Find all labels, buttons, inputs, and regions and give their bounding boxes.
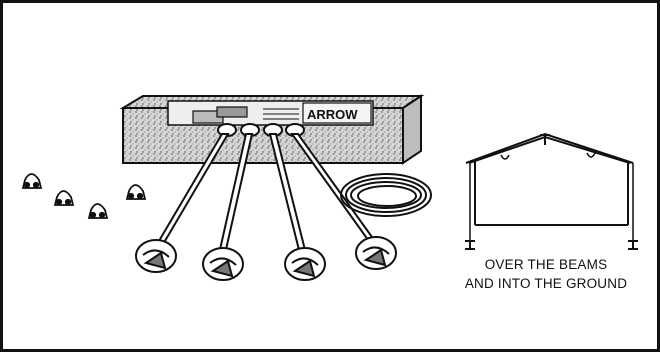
- brand-label: ARROW: [307, 107, 358, 122]
- auger-head: [284, 247, 326, 281]
- cable-clamp: [21, 173, 43, 189]
- coiled-cable: [340, 173, 432, 217]
- anchor-rods: [154, 133, 379, 255]
- cable-clamp: [125, 184, 147, 200]
- cable-clamps: [21, 173, 147, 219]
- anchor-kit-box: ARROW: [119, 94, 425, 165]
- cable-clamp: [53, 190, 75, 206]
- building-frame-diagram: [465, 132, 638, 250]
- auger-head: [355, 236, 397, 270]
- diagram-caption: OVER THE BEAMS AND INTO THE GROUND: [451, 255, 641, 293]
- caption-line-1: OVER THE BEAMS: [484, 257, 608, 272]
- cable-clamp: [87, 203, 109, 219]
- auger-head: [202, 247, 244, 281]
- anchor-kit-illustration: ARROW: [21, 94, 638, 281]
- caption-line-2: AND INTO THE GROUND: [464, 276, 628, 291]
- auger-heads: [135, 236, 397, 281]
- auger-head: [135, 239, 177, 273]
